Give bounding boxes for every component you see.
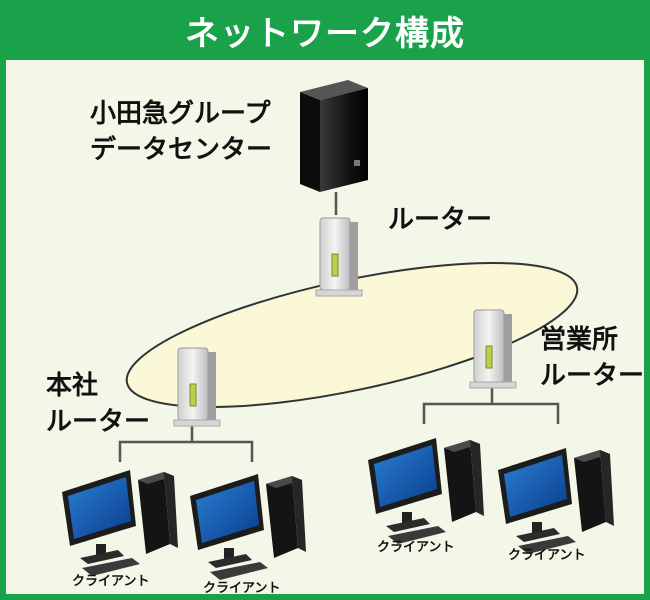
router-icon xyxy=(173,347,221,427)
datacenter-label-line1: 小田急グループ xyxy=(90,99,271,129)
datacenter-label: 小田急グループ データセンター xyxy=(90,96,272,168)
client-label: クライアント xyxy=(203,581,281,596)
router-icon xyxy=(469,309,517,389)
connector-lines xyxy=(118,192,560,462)
datacenter-label-line2: データセンター xyxy=(90,135,273,165)
diagram-title: ネットワーク構成 xyxy=(185,13,465,54)
server-tower-icon xyxy=(300,80,368,192)
link-honsha-clients xyxy=(118,440,254,462)
desktop-pc-icon xyxy=(62,470,178,576)
honsha-router-label: 本社 ルーター xyxy=(46,368,150,440)
eigyosho-router-label: 営業所 ルーター xyxy=(540,322,644,394)
eigyosho-router-label-line2: ルーター xyxy=(540,361,645,391)
desktop-pc-icon xyxy=(190,474,306,580)
eigyosho-router-label-line1: 営業所 xyxy=(540,325,619,355)
desktop-pc-icon xyxy=(498,448,614,554)
router-icon xyxy=(315,217,363,297)
link-eigyosho-clients xyxy=(422,402,560,424)
client-label: クライアント xyxy=(377,540,455,555)
desktop-pc-icon xyxy=(368,438,484,544)
client-label: クライアント xyxy=(508,548,586,563)
main-router-label: ルーター xyxy=(388,205,493,235)
honsha-router-label-line1: 本社 xyxy=(46,371,99,401)
honsha-router-label-line2: ルーター xyxy=(46,407,151,437)
title-bar: ネットワーク構成 xyxy=(0,0,650,60)
client-label: クライアント xyxy=(72,574,150,589)
